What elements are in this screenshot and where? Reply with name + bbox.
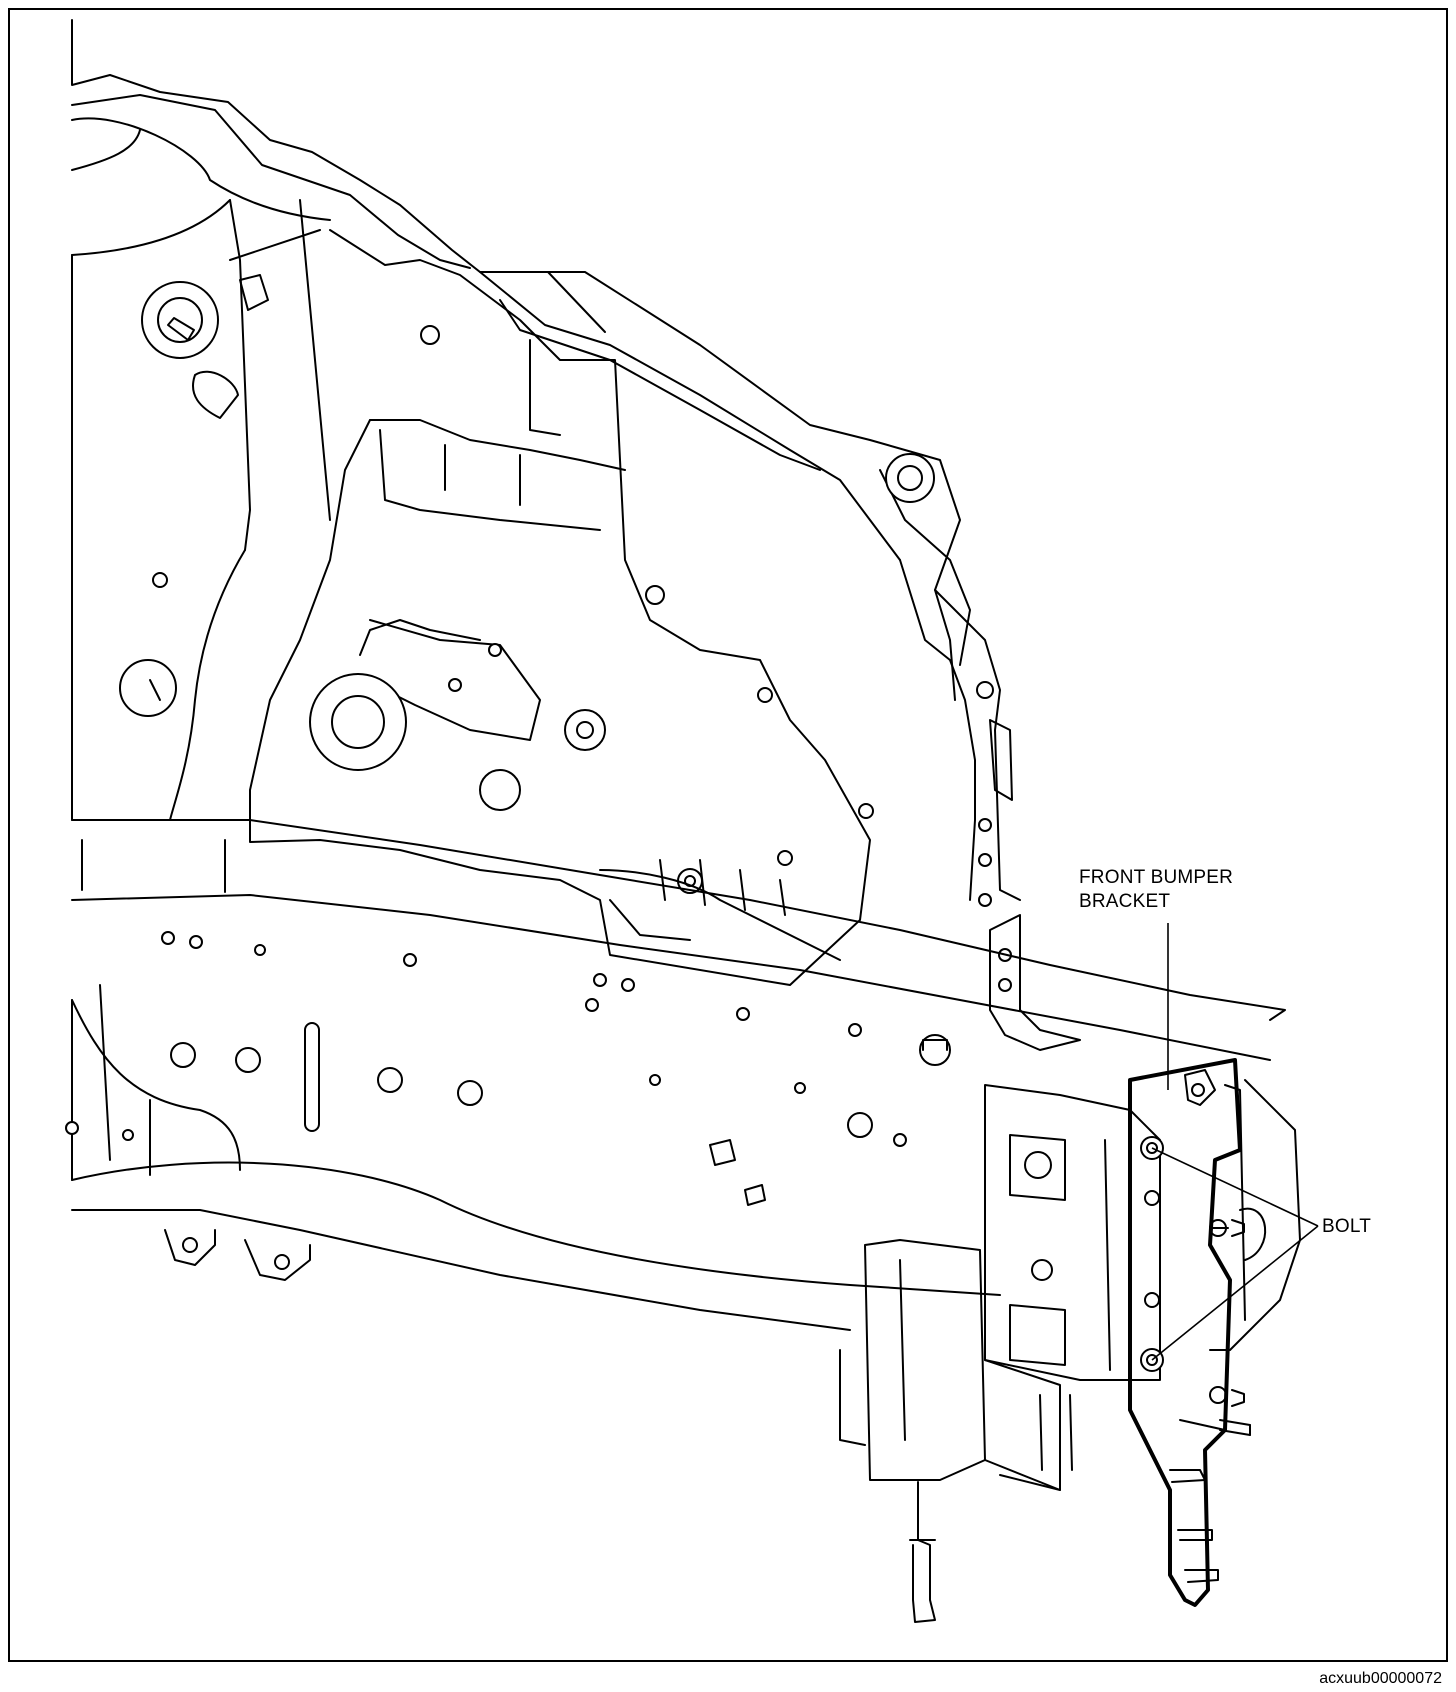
- bracket-callout-line2: BRACKET: [1079, 891, 1171, 912]
- front-frame-rail: [65, 819, 1286, 1331]
- radiator-support-pillar: [885, 453, 1081, 1051]
- left-inner-panel: [71, 199, 331, 821]
- wheelhouse-panel: [249, 229, 874, 986]
- callout-leaders: [1151, 923, 1319, 1361]
- diagram-frame: [8, 8, 1448, 1662]
- bolt-leader-lower: [1151, 1225, 1319, 1361]
- bolt-leader-upper: [1151, 1147, 1319, 1227]
- upper-apron-rail: [71, 19, 1021, 901]
- bracket-callout-line1: FRONT BUMPER: [1079, 867, 1234, 888]
- crash-box-lower: [839, 1084, 1161, 1623]
- bolt-callout: BOLT: [1322, 1216, 1372, 1237]
- figure-reference-code: acxuub00000072: [1319, 1670, 1442, 1687]
